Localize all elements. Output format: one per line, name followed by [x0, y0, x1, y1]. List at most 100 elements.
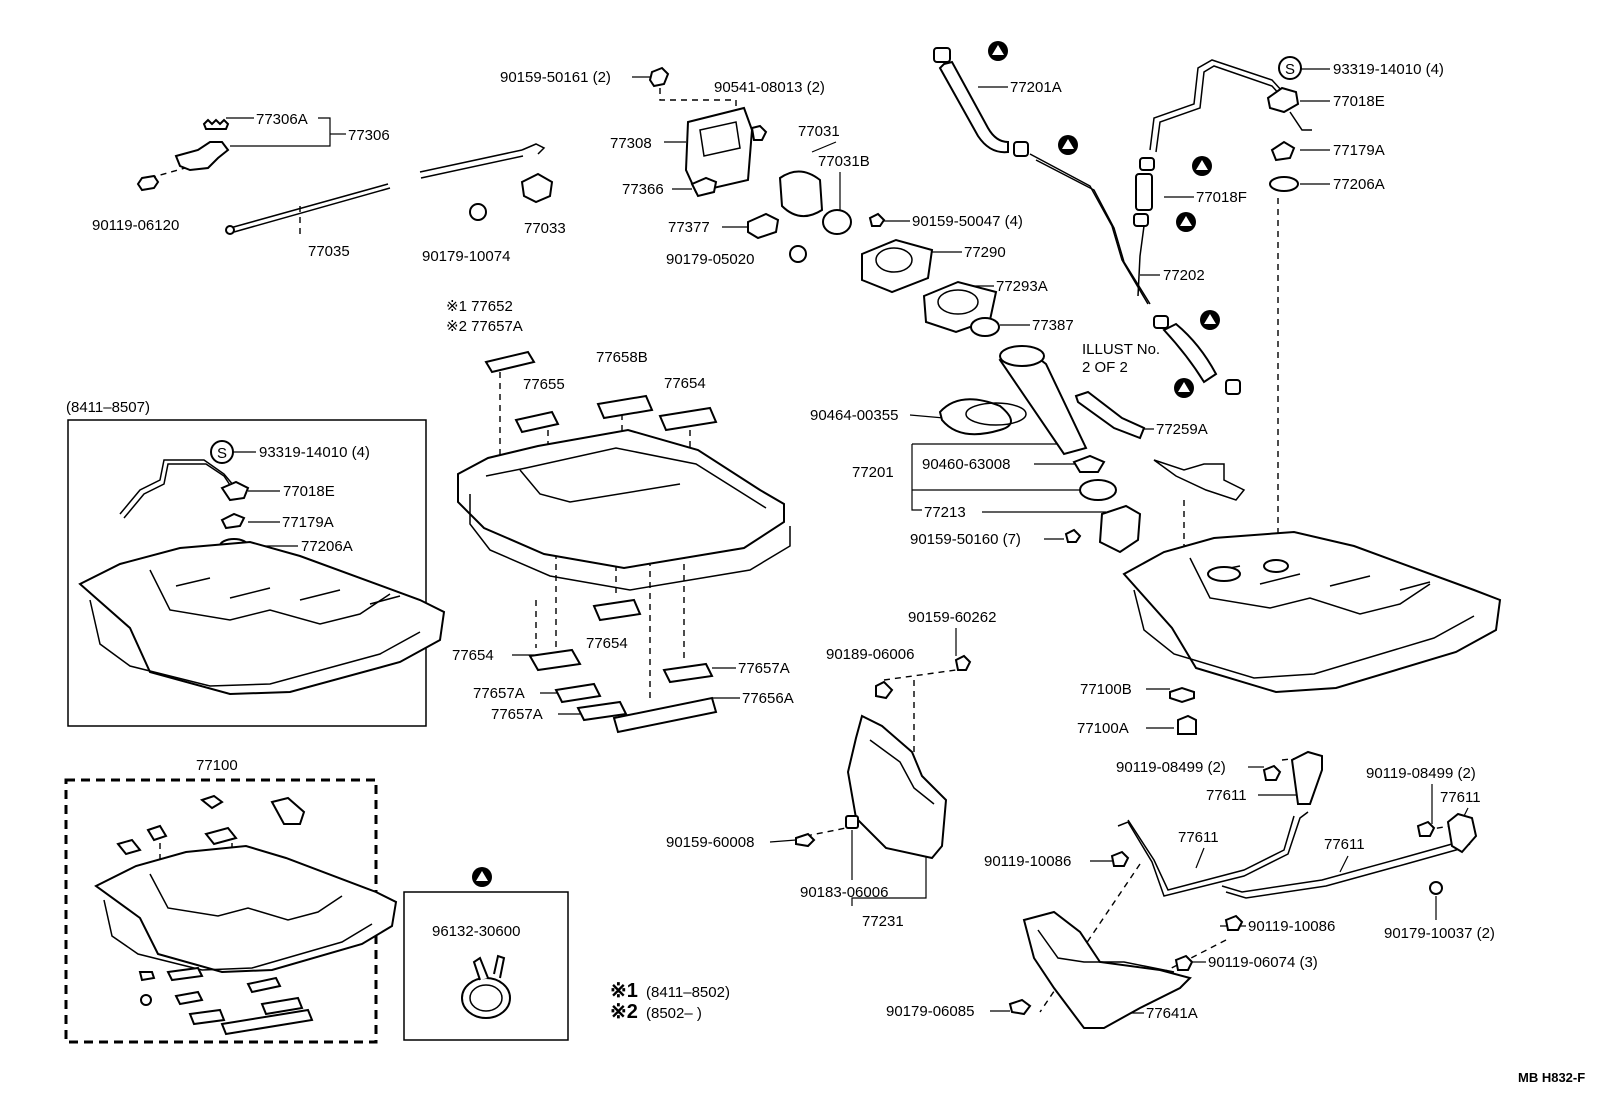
bracket-77611-d	[1446, 812, 1478, 854]
part-label: 90119-06074 (3)	[1208, 954, 1318, 971]
inset-box-clamp	[403, 891, 569, 1041]
clip-77377	[747, 212, 780, 240]
hose-77018f	[1135, 173, 1153, 211]
part-label: 77654	[586, 635, 628, 652]
inset-kit-tank: 77100	[64, 757, 398, 1044]
protector-77641a	[1008, 910, 1192, 1029]
part-label: 90179-06085	[886, 1003, 974, 1020]
fuel-tank-center	[457, 428, 791, 591]
bolt-90119-08499-l	[1262, 764, 1282, 781]
s-mark-r	[1278, 56, 1302, 80]
plate-77308	[684, 106, 754, 194]
hose-lower	[1162, 322, 1218, 384]
illust-ref-line1: ILLUST No.	[1082, 341, 1160, 358]
triangle-marker-icon	[1058, 135, 1078, 155]
part-label: 93319-14010 (4)	[259, 444, 370, 461]
hose-77259a	[1074, 390, 1146, 440]
part-label: 90159-60262	[908, 609, 996, 626]
o-ring-77387	[970, 317, 1000, 337]
bolt-90119-06074	[1174, 954, 1194, 971]
protector-77231	[795, 654, 972, 860]
part-label: 90179-10037 (2)	[1384, 925, 1495, 942]
hose-77201a	[938, 60, 1009, 154]
nut-90179-05020	[789, 245, 807, 263]
part-label: 90189-06006	[826, 646, 914, 663]
part-label: 77202	[1163, 267, 1205, 284]
gasket-77206a-r	[1269, 176, 1299, 192]
part-label: 77656A	[742, 690, 794, 707]
part-label: 77201	[852, 464, 894, 481]
part-label: 93319-14010 (4)	[1333, 61, 1444, 78]
legend-note1-mark: ※1	[610, 980, 638, 1002]
nut-90179-10037	[1429, 881, 1443, 895]
nut-90183-06006	[845, 815, 859, 829]
pad-77654-top	[658, 406, 718, 432]
cushion-77100b	[1169, 686, 1195, 704]
triangle-marker-icon	[988, 41, 1008, 61]
nut-90179-06085	[1008, 998, 1032, 1016]
legend-note2-text: (8502– )	[646, 1005, 702, 1022]
part-label: 77611	[1206, 787, 1247, 804]
bolt-90119-10086-r	[1224, 914, 1244, 931]
pad-77654-left	[528, 648, 582, 672]
gasket-ring	[1079, 479, 1117, 501]
part-label: 77201A	[1010, 79, 1062, 96]
inset-range-label: (8411–8507)	[66, 399, 150, 416]
part-label: 90183-06006	[800, 884, 888, 901]
part-label: 90119-08499 (2)	[1366, 765, 1476, 782]
part-label: 90179-10074	[422, 248, 510, 265]
part-label: 77206A	[1333, 176, 1385, 193]
bracket	[1153, 459, 1246, 501]
bolt-90119-06120	[136, 174, 160, 192]
pad-77657a-l1	[554, 682, 602, 704]
hose-77031	[778, 170, 824, 217]
fuel-gauge-cable-parts	[136, 118, 554, 235]
bolt-90159-60008	[795, 832, 816, 848]
triangle-marker-icon	[1200, 310, 1220, 330]
clip-77366	[690, 176, 718, 198]
bolt-90159-60262	[954, 654, 972, 671]
pad-77657a-r	[662, 662, 714, 684]
pipe-joint-77018e-r	[1266, 86, 1300, 114]
pad-77656a	[612, 696, 718, 734]
part-label: 77100B	[1080, 681, 1132, 698]
part-label: 90460-63008	[922, 456, 1010, 473]
cable-77035	[229, 183, 389, 229]
inset-clamp-number: 96132-30600	[432, 923, 520, 940]
s-mark-label: S	[217, 445, 227, 462]
legend-note1-text: (8411–8502)	[646, 984, 730, 1001]
triangle-markers	[472, 41, 1220, 887]
part-label: 90119-06120	[92, 217, 179, 234]
part-label: 77306A	[256, 111, 308, 128]
leader-lines	[226, 68, 1469, 1014]
triangle-marker-icon	[1174, 378, 1194, 398]
part-label: 77654	[664, 375, 706, 392]
cable-upper	[419, 149, 523, 173]
clamp-top	[933, 47, 951, 63]
part-label: 77031B	[818, 153, 870, 170]
part-label: 77018E	[1333, 93, 1385, 110]
legend-note2-mark: ※2	[610, 1001, 638, 1023]
part-label: 77366	[622, 181, 664, 198]
bolt-90119-08499-r	[1416, 820, 1436, 837]
triangle-marker-icon	[1176, 212, 1196, 232]
part-label: 90159-60008	[666, 834, 754, 851]
part-label: 77031	[798, 123, 840, 140]
bracket-77611-a	[1290, 750, 1323, 805]
part-label: 77658B	[596, 349, 648, 366]
part-labels: 90159-50161 (2) 90541-08013 (2) 77201A 9…	[92, 61, 1495, 1022]
part-label: 77259A	[1156, 421, 1208, 438]
part-label: 77213	[924, 504, 966, 521]
ring-77031b	[822, 209, 852, 235]
pad-77654-mid	[592, 598, 642, 622]
bolt-90119-10086-l	[1110, 850, 1130, 867]
clip-77179a-r	[1270, 140, 1296, 162]
part-label: 90464-00355	[810, 407, 898, 424]
bolt-90159-50161	[648, 66, 670, 88]
band-90464-00355	[938, 398, 1012, 436]
triangle-marker-icon	[1192, 156, 1212, 176]
part-label: ※2 77657A	[446, 318, 523, 335]
part-label: 90541-08013 (2)	[714, 79, 825, 96]
fuel-tank-right	[1122, 530, 1502, 735]
part-label: 77179A	[282, 514, 334, 531]
